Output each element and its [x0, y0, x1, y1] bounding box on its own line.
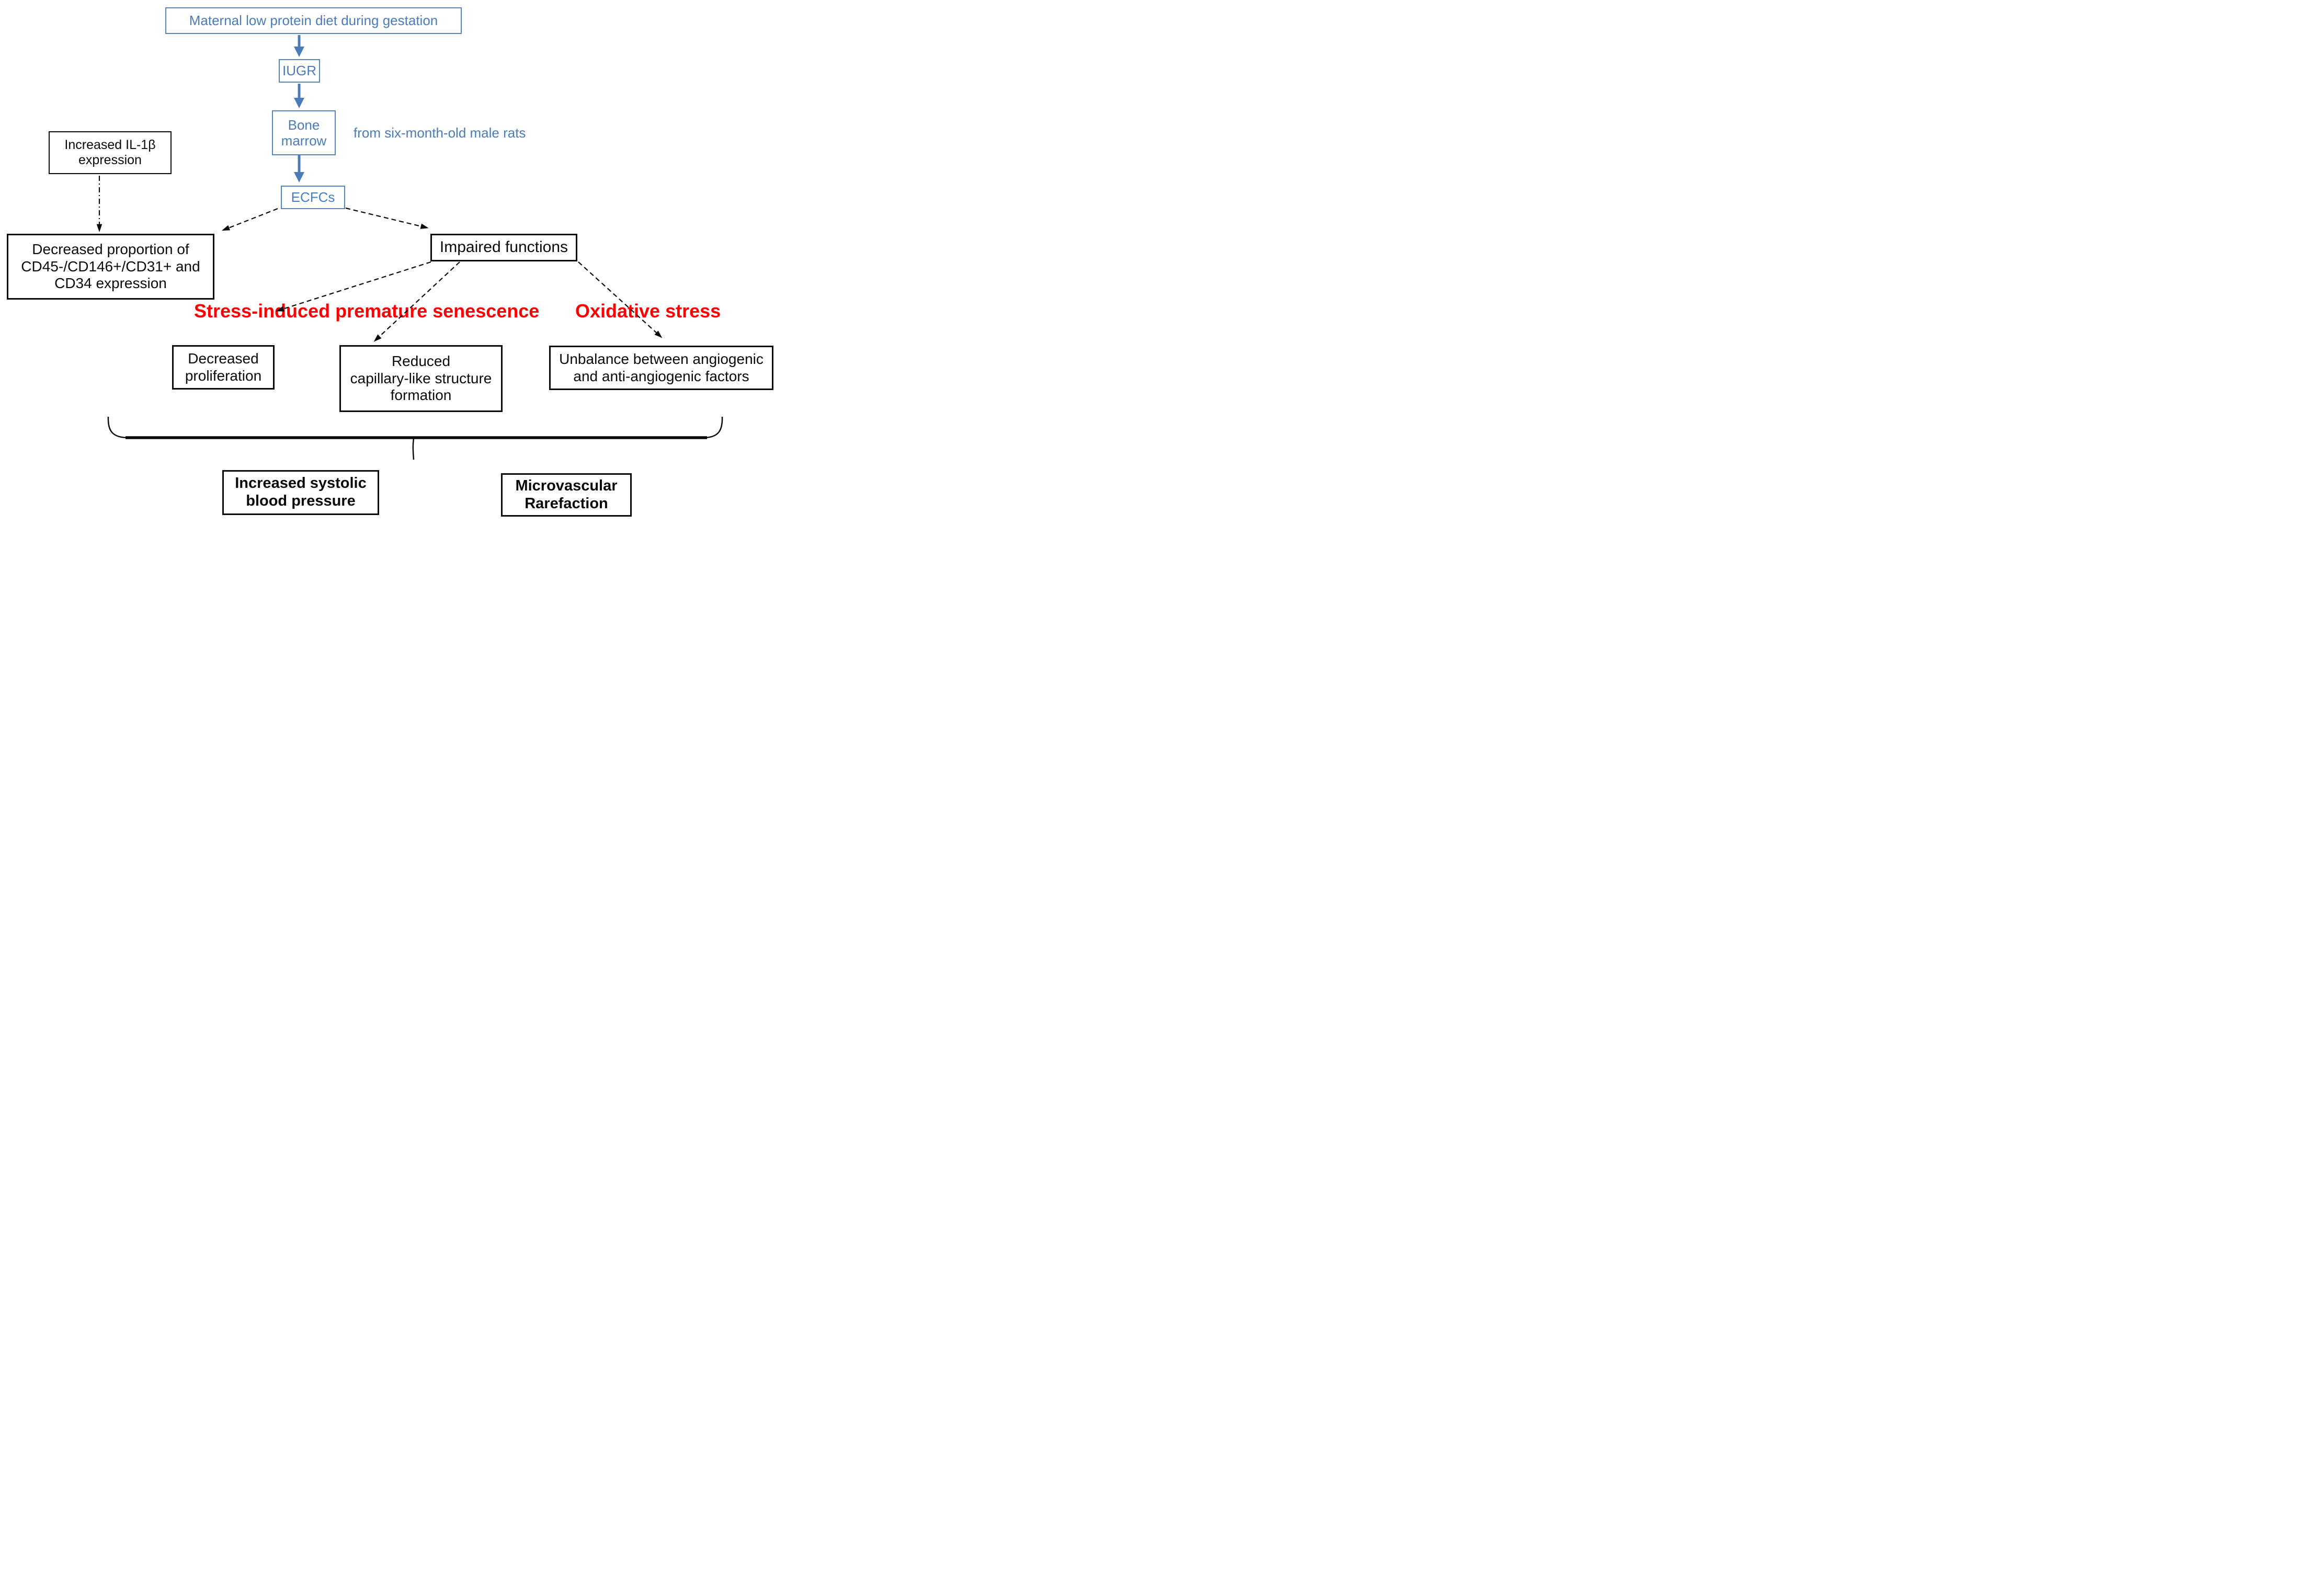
arrow-ecfcs-to-impaired: [345, 207, 429, 229]
box-microvascular-rarefaction: Microvascular Rarefaction: [501, 473, 632, 517]
arrow-ecfcs-to-cd: [221, 208, 278, 231]
box-il1b-expression: Increased IL-1β expression: [49, 131, 172, 174]
curly-brace: [107, 416, 723, 460]
box-iugr: IUGR: [279, 59, 320, 83]
diagram-canvas: Maternal low protein diet during gestati…: [0, 0, 774, 526]
arrow-impaired-to-capillary: [373, 261, 460, 342]
label-senescence: Stress-induced premature senescence: [194, 300, 540, 322]
box-ecfcs: ECFCs: [281, 186, 345, 209]
box-maternal-diet: Maternal low protein diet during gestati…: [165, 7, 462, 34]
box-cd-markers: Decreased proportion of CD45-/CD146+/CD3…: [7, 234, 214, 300]
label-oxidative-stress: Oxidative stress: [575, 300, 721, 322]
box-systolic-pressure: Increased systolic blood pressure: [222, 470, 379, 515]
box-impaired-functions: Impaired functions: [430, 234, 577, 261]
note-rats: from six-month-old male rats: [354, 125, 526, 141]
box-capillary-formation: Reduced capillary-like structure formati…: [339, 345, 503, 412]
arrow-impaired-to-unbalance: [578, 261, 663, 338]
box-bone-marrow: Bone marrow: [272, 110, 336, 155]
box-decreased-proliferation: Decreased proliferation: [172, 345, 275, 390]
box-angiogenic-unbalance: Unbalance between angiogenic and anti-an…: [549, 346, 773, 390]
